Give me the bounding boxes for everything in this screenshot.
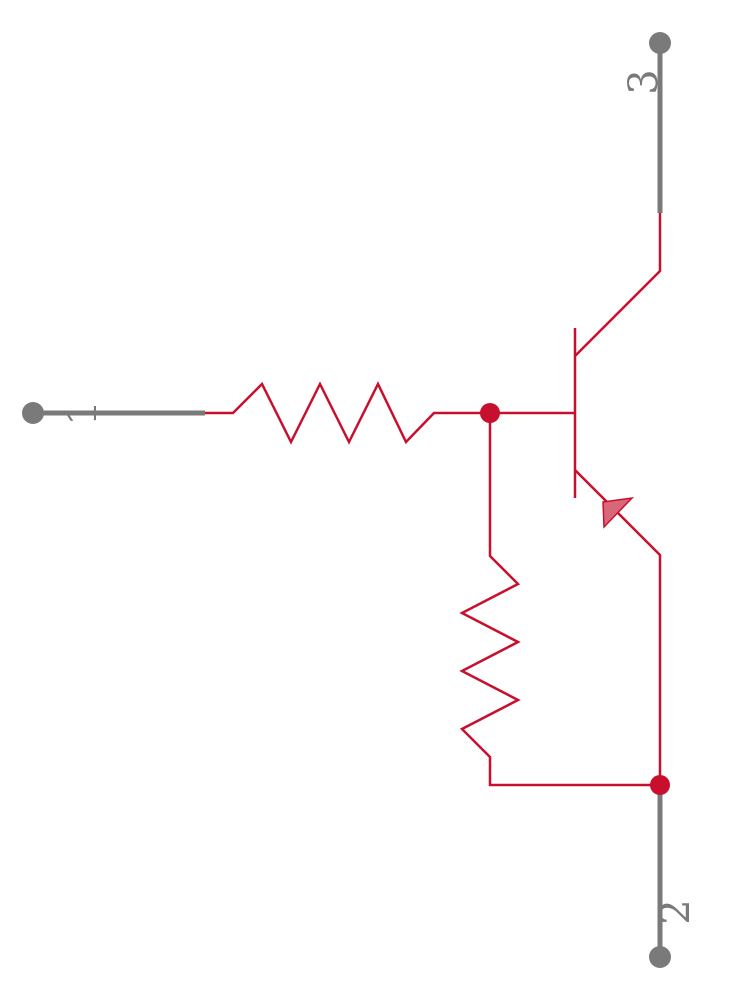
base-resistor [205,381,490,445]
pin-2-terminal[interactable] [649,946,671,968]
pin-1-terminal[interactable] [22,402,44,424]
base-emitter-resistor [459,413,660,787]
pin-1-label: 1 [60,400,106,425]
pin-3-label: 3 [621,69,667,94]
pin-3-terminal[interactable] [649,32,671,54]
emitter-arrow-icon [602,496,635,529]
pin-2[interactable]: 2 [649,787,699,968]
pin-1[interactable]: 1 [22,400,205,426]
pin-2-label: 2 [653,899,699,924]
pin-3[interactable]: 3 [621,32,671,213]
emitter-wire [574,469,662,785]
emitter-junction [650,775,670,795]
collector-wire [574,213,662,357]
base-junction [480,403,500,423]
